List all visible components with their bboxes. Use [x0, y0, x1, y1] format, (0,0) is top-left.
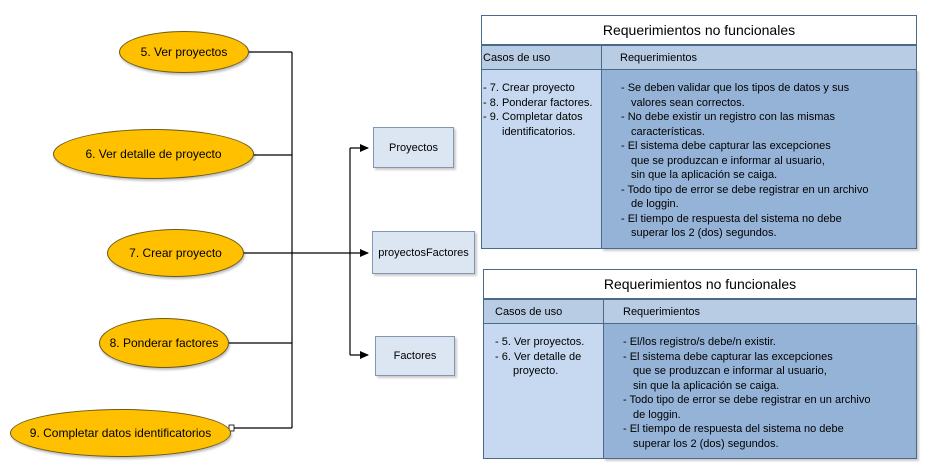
table-2-cases-cell: - 5. Ver proyectos. - 6. Ver detalle de … [483, 323, 604, 459]
table-1-cases-cell: - 7. Crear proyecto - 8. Ponderar factor… [481, 69, 602, 249]
table-2-case: proyecto. [513, 365, 559, 377]
table-1-header-reqs: Requerimientos [601, 45, 917, 70]
table-2-header-reqs-text: Requerimientos [623, 305, 701, 318]
table-2-case: - 6. Ver detalle de [495, 350, 582, 363]
use-case-8[interactable]: 8. Ponderar factores [99, 318, 229, 368]
use-case-7[interactable]: 7. Crear proyecto [107, 229, 244, 277]
entity-proyectos-label: Proyectos [389, 141, 438, 154]
table-1-title-text: Requerimientos no funcionales [602, 22, 796, 38]
use-case-5[interactable]: 5. Ver proyectos [119, 31, 249, 73]
use-case-9[interactable]: 9. Completar datos identificatorios [10, 409, 231, 457]
table-1-req: superar los 2 (dos) segundos. [631, 227, 777, 239]
entity-proyectos-factores[interactable]: proyectosFactores [372, 231, 475, 274]
table-1-req: que se produzcan e informar al usuario, [631, 154, 825, 167]
use-case-9-label: 9. Completar datos identificatorios [29, 426, 212, 440]
table-2-req: de loggin. [633, 408, 681, 421]
table-2-req: que se produzcan e informar al usuario, [633, 365, 827, 377]
table-1-case: - 7. Crear proyecto [483, 82, 575, 94]
requirements-table-1: Requerimientos no funcionales Casos de u… [481, 15, 917, 249]
table-1-case: - 9. Completar datos [483, 111, 583, 123]
table-2-req: superar los 2 (dos) segundos. [633, 437, 779, 450]
table-1-title: Requerimientos no funcionales [481, 15, 917, 45]
entity-proyectos[interactable]: Proyectos [373, 127, 454, 168]
table-2-req: - Todo tipo de error se debe registrar e… [623, 394, 871, 406]
table-1-req: características. [631, 125, 705, 138]
entity-proyectos-factores-label: proyectosFactores [378, 246, 469, 259]
table-1-req: - El sistema debe capturar las excepcion… [621, 140, 831, 152]
table-1-req: valores sean correctos. [631, 96, 745, 109]
entity-factores[interactable]: Factores [375, 336, 455, 376]
table-1-req: sin que la aplicación se caiga. [631, 169, 778, 181]
table-2-title: Requerimientos no funcionales [483, 269, 917, 299]
use-case-8-label: 8. Ponderar factores [109, 336, 219, 350]
table-1-header-cases-text: Casos de uso [483, 51, 551, 64]
table-2-req: sin que la aplicación se caiga. [633, 379, 780, 392]
table-1-req: de loggin. [631, 198, 679, 210]
requirements-table-2: Requerimientos no funcionales Casos de u… [483, 269, 917, 459]
table-2-req: - El sistema debe capturar las excepcion… [623, 350, 833, 363]
table-1-req: - No debe existir un registro con las mi… [621, 111, 835, 123]
table-1-case: identificatorios. [502, 125, 576, 138]
table-1-reqs-cell: - Se deben validar que los tipos de dato… [601, 69, 917, 249]
table-1-header-reqs-text: Requerimientos [620, 51, 698, 64]
entity-factores-label: Factores [393, 350, 437, 362]
table-2-title-text: Requerimientos no funcionales [603, 276, 797, 292]
table-1-header-cases: Casos de uso [481, 45, 602, 70]
table-2-header-cases-text: Casos de uso [495, 305, 563, 318]
use-case-5-label: 5. Ver proyectos [140, 45, 228, 59]
table-2-reqs-cell: - El/los registro/s debe/n existir. - El… [603, 323, 917, 459]
table-2-header-cases: Casos de uso [483, 299, 604, 324]
table-2-case: - 5. Ver proyectos. [495, 336, 585, 348]
use-case-6[interactable]: 6. Ver detalle de proyecto [53, 129, 254, 179]
use-case-7-label: 7. Crear proyecto [129, 246, 222, 260]
table-2-req: - El/los registro/s debe/n existir. [623, 336, 776, 348]
table-1-req: - El tiempo de respuesta del sistema no … [621, 212, 842, 225]
table-1-case: - 8. Ponderar factores. [483, 96, 593, 109]
table-2-header-reqs: Requerimientos [603, 299, 917, 324]
use-case-6-label: 6. Ver detalle de proyecto [85, 147, 222, 161]
table-1-req: - Se deben validar que los tipos de dato… [621, 82, 850, 94]
table-1-req: - Todo tipo de error se debe registrar e… [621, 183, 869, 196]
table-2-req: - El tiempo de respuesta del sistema no … [623, 423, 844, 435]
